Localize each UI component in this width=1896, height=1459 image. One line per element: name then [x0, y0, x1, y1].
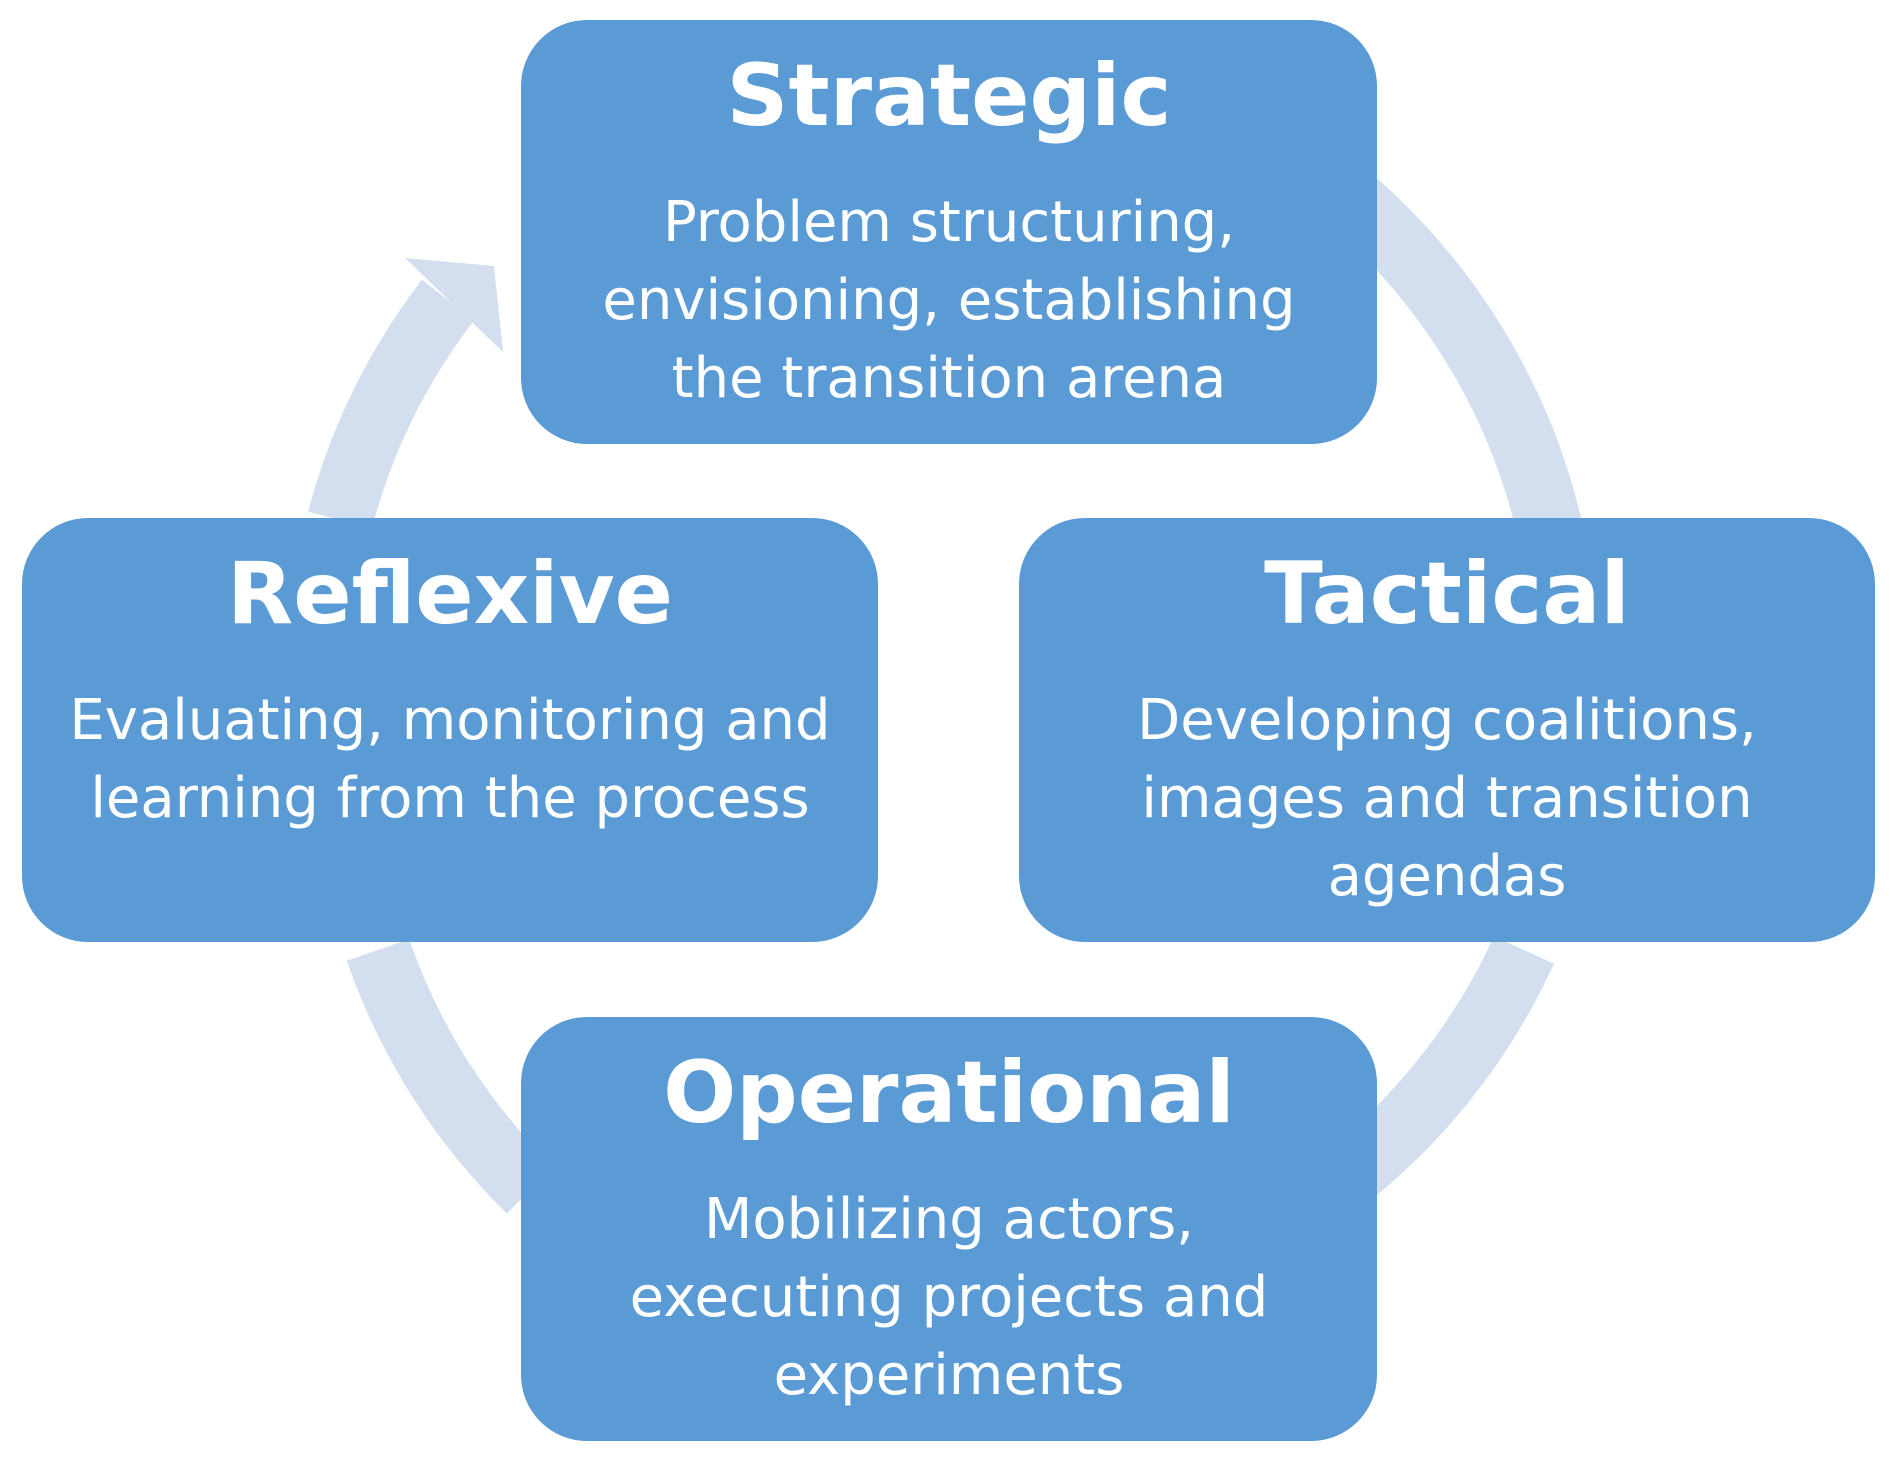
- reflexive-box: Reflexive Evaluating, monitoring and lea…: [22, 518, 878, 942]
- operational-title: Operational: [663, 1043, 1235, 1143]
- tactical-description: Developing coalitions, images and transi…: [1137, 688, 1757, 909]
- reflexive-description: Evaluating, monitoring and learning from…: [69, 688, 831, 831]
- cycle-arc-operational-reflexive: [346, 938, 554, 1214]
- operational-box: Operational Mobilizing actors, executing…: [521, 1017, 1377, 1441]
- tactical-box: Tactical Developing coalitions, images a…: [1019, 518, 1875, 942]
- cycle-arc-reflexive-strategic: [308, 279, 475, 529]
- cycle-arrowhead: [405, 258, 503, 352]
- strategic-box: Strategic Problem structuring, envisioni…: [521, 20, 1377, 444]
- tactical-title: Tactical: [1264, 544, 1630, 644]
- strategic-title: Strategic: [726, 46, 1172, 146]
- reflexive-title: Reflexive: [227, 544, 673, 644]
- operational-description: Mobilizing actors, executing projects an…: [629, 1187, 1269, 1408]
- strategic-description: Problem structuring, envisioning, establ…: [602, 190, 1296, 411]
